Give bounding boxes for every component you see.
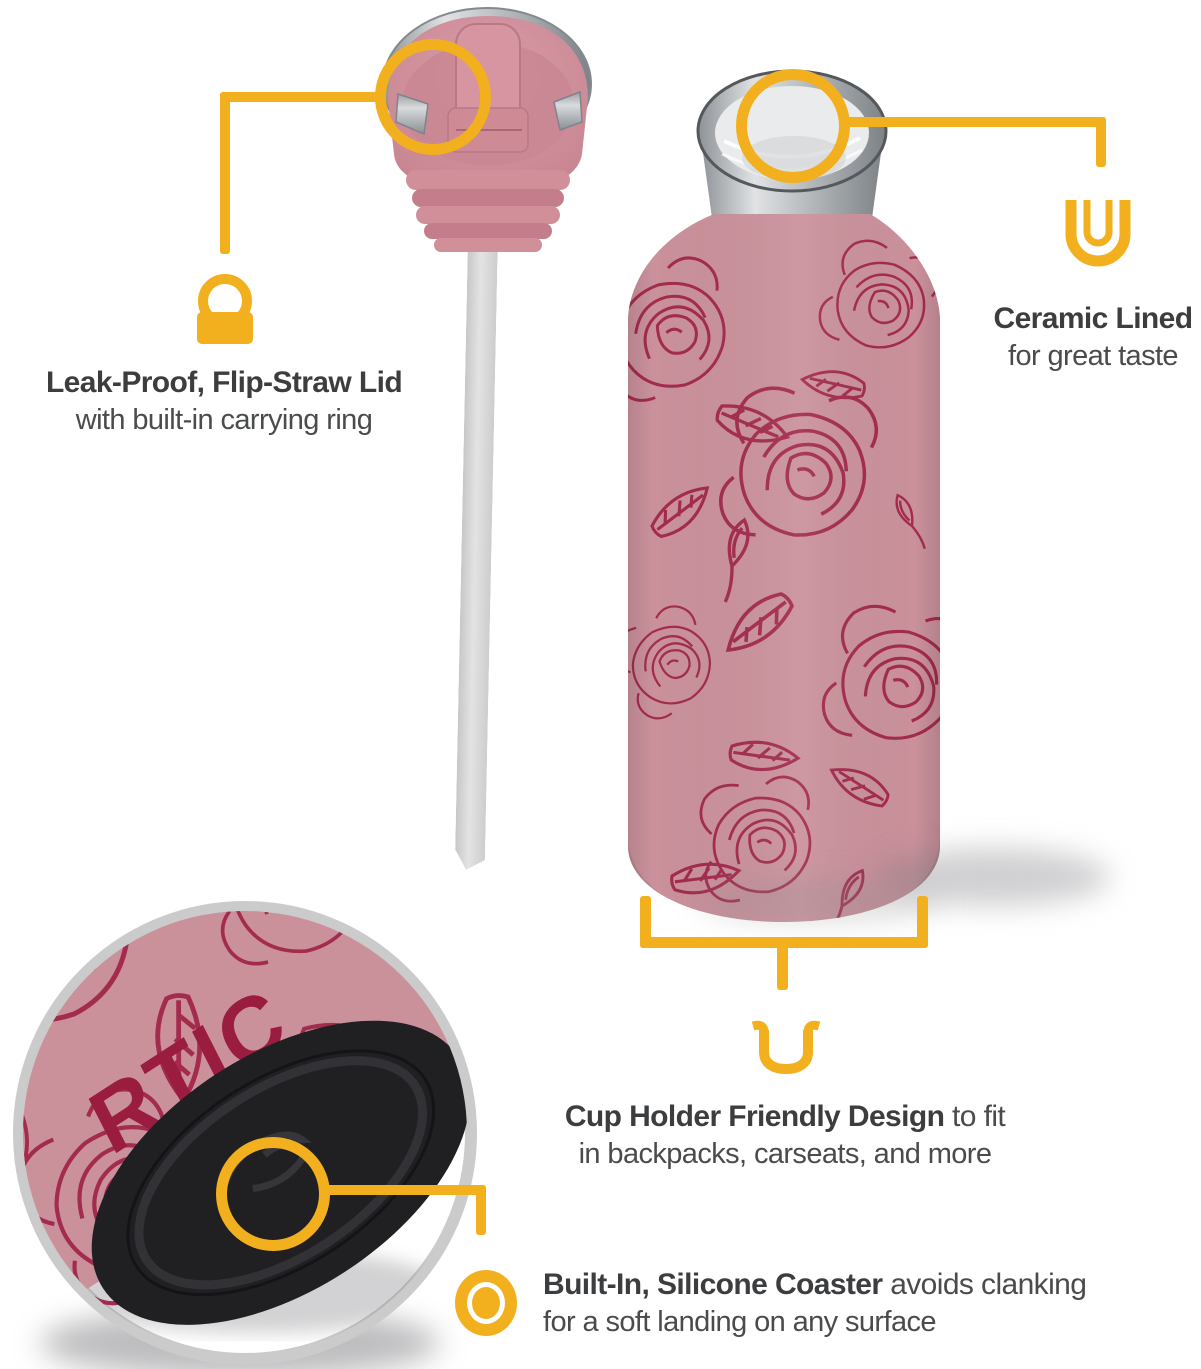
- lid-latch-right: [553, 90, 583, 131]
- ceramic-leader-horizontal: [846, 117, 1106, 127]
- coaster-title-rest: avoids clanking: [882, 1268, 1087, 1301]
- coaster-title-bold: Built-In, Silicone Coaster: [543, 1268, 883, 1301]
- coaster-highlight-circle: [216, 1137, 330, 1251]
- mouth-highlight-circle: [736, 69, 850, 183]
- bottle-body: [628, 214, 940, 922]
- lid-threads: [406, 170, 570, 252]
- ceramic-lined-u-icon: [1065, 200, 1131, 267]
- cup-holder-callout-title: Cup Holder Friendly Design to fit: [545, 1098, 1025, 1136]
- straw: [455, 236, 498, 870]
- ceramic-callout-subtitle: for great taste: [1008, 340, 1179, 372]
- ceramic-callout: Ceramic Lined for great taste: [985, 300, 1201, 374]
- bracket-left: [640, 896, 651, 948]
- lid-callout-subtitle: with built-in carrying ring: [75, 404, 373, 436]
- cup-holder-icon: [751, 1020, 821, 1074]
- lid-callout-title: Leak-Proof, Flip-Straw Lid: [45, 366, 403, 399]
- lid-highlight-circle: [375, 39, 491, 155]
- coaster-leader-vertical: [476, 1185, 486, 1235]
- coaster-icon-ring: [467, 1282, 505, 1324]
- bracket-stem: [777, 937, 788, 990]
- cup-holder-title-bold: Cup Holder Friendly Design: [564, 1100, 945, 1133]
- bracket-right: [917, 896, 928, 948]
- cup-holder-callout-line2: in backpacks, carseats, and more: [578, 1138, 992, 1170]
- cup-holder-callout: Cup Holder Friendly Design to fit in bac…: [545, 1098, 1025, 1172]
- bottle-shadow-soft: [700, 880, 940, 922]
- coaster-leader-horizontal: [324, 1185, 486, 1195]
- coaster-callout-line2: for a soft landing on any surface: [543, 1306, 937, 1338]
- ceramic-callout-title: Ceramic Lined: [993, 302, 1194, 335]
- coaster-icon: [455, 1270, 517, 1336]
- coaster-callout-title: Built-In, Silicone Coaster avoids clanki…: [543, 1266, 1087, 1304]
- carrying-ring-icon: [197, 274, 253, 344]
- cup-holder-title-rest: to fit: [944, 1100, 1006, 1133]
- lid-leader-vertical: [220, 92, 230, 254]
- inset-bottle-side: [23, 911, 467, 1326]
- base-inset: RTIC: [13, 901, 477, 1365]
- coaster-callout: Built-In, Silicone Coaster avoids clanki…: [543, 1266, 1087, 1340]
- ceramic-leader-vertical: [1096, 117, 1106, 167]
- lid-leader-horizontal: [220, 92, 382, 102]
- tilted-bottle-base: RTIC: [23, 911, 467, 1326]
- lid-callout: Leak-Proof, Flip-Straw Lid with built-in…: [14, 364, 434, 438]
